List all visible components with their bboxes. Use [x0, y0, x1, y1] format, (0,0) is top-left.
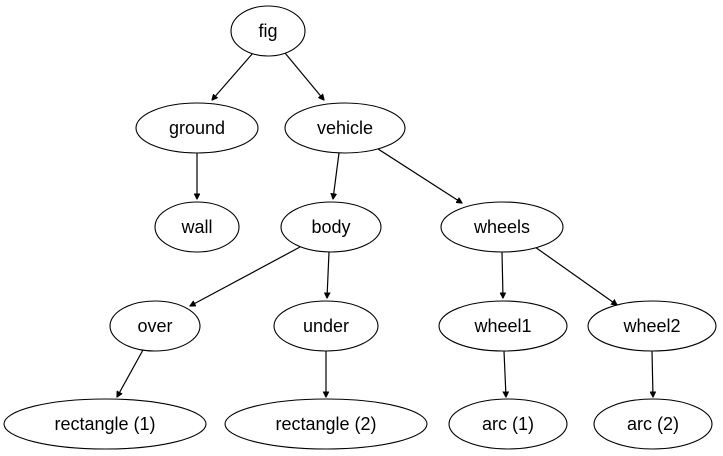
node-rectangle1[interactable]: rectangle (1) [3, 398, 207, 450]
node-shape-arc2[interactable] [593, 398, 713, 450]
node-label-over: over [137, 316, 172, 336]
node-shape-body[interactable] [280, 201, 382, 253]
edge-over-to-rectangle1 [117, 349, 144, 397]
node-shape-fig[interactable] [230, 5, 306, 57]
edge-fig-to-vehicle [284, 52, 324, 100]
node-label-body: body [311, 217, 350, 237]
node-shape-under[interactable] [273, 300, 379, 352]
node-shape-rectangle2[interactable] [224, 398, 428, 450]
node-body[interactable]: body [280, 201, 382, 253]
edge-wheel2-to-arc2 [652, 350, 653, 397]
node-shape-wheel1[interactable] [438, 300, 568, 352]
node-vehicle[interactable]: vehicle [284, 102, 406, 154]
edges-layer [117, 52, 653, 397]
nodes-layer: fig ground vehicle wall body wheels over under w… [3, 5, 717, 450]
node-shape-rectangle1[interactable] [3, 398, 207, 450]
node-label-fig: fig [258, 21, 277, 41]
edge-wheels-to-wheel1 [502, 251, 503, 298]
node-label-wheel1: wheel1 [473, 316, 531, 336]
node-wall[interactable]: wall [154, 201, 240, 253]
edge-vehicle-to-body [333, 152, 340, 199]
edge-wheels-to-wheel2 [534, 246, 617, 305]
node-label-wall: wall [180, 217, 212, 237]
node-wheel2[interactable]: wheel2 [587, 300, 717, 352]
edge-fig-to-ground [212, 52, 254, 100]
node-label-under: under [303, 316, 349, 336]
node-label-rectangle2: rectangle (2) [275, 414, 376, 434]
node-under[interactable]: under [273, 300, 379, 352]
node-label-vehicle: vehicle [317, 118, 373, 138]
node-label-arc1: arc (1) [482, 414, 534, 434]
node-wheel1[interactable]: wheel1 [438, 300, 568, 352]
edge-wheel1-to-arc1 [504, 350, 506, 397]
node-shape-vehicle[interactable] [284, 102, 406, 154]
node-over[interactable]: over [109, 300, 201, 352]
node-wheels[interactable]: wheels [440, 201, 564, 253]
node-arc1[interactable]: arc (1) [448, 398, 568, 450]
node-arc2[interactable]: arc (2) [593, 398, 713, 450]
edge-body-to-under [327, 251, 329, 298]
node-shape-arc1[interactable] [448, 398, 568, 450]
node-fig[interactable]: fig [230, 5, 306, 57]
node-label-wheel2: wheel2 [622, 316, 680, 336]
node-label-rectangle1: rectangle (1) [54, 414, 155, 434]
node-shape-over[interactable] [109, 300, 201, 352]
node-label-arc2: arc (2) [627, 414, 679, 434]
node-shape-ground[interactable] [135, 102, 259, 154]
node-shape-wall[interactable] [154, 201, 240, 253]
node-rectangle2[interactable]: rectangle (2) [224, 398, 428, 450]
node-label-ground: ground [169, 118, 225, 138]
node-shape-wheel2[interactable] [587, 300, 717, 352]
edge-vehicle-to-wheels [374, 146, 462, 203]
node-ground[interactable]: ground [135, 102, 259, 154]
edge-body-to-over [190, 246, 301, 306]
node-shape-wheels[interactable] [440, 201, 564, 253]
node-label-wheels: wheels [473, 217, 530, 237]
